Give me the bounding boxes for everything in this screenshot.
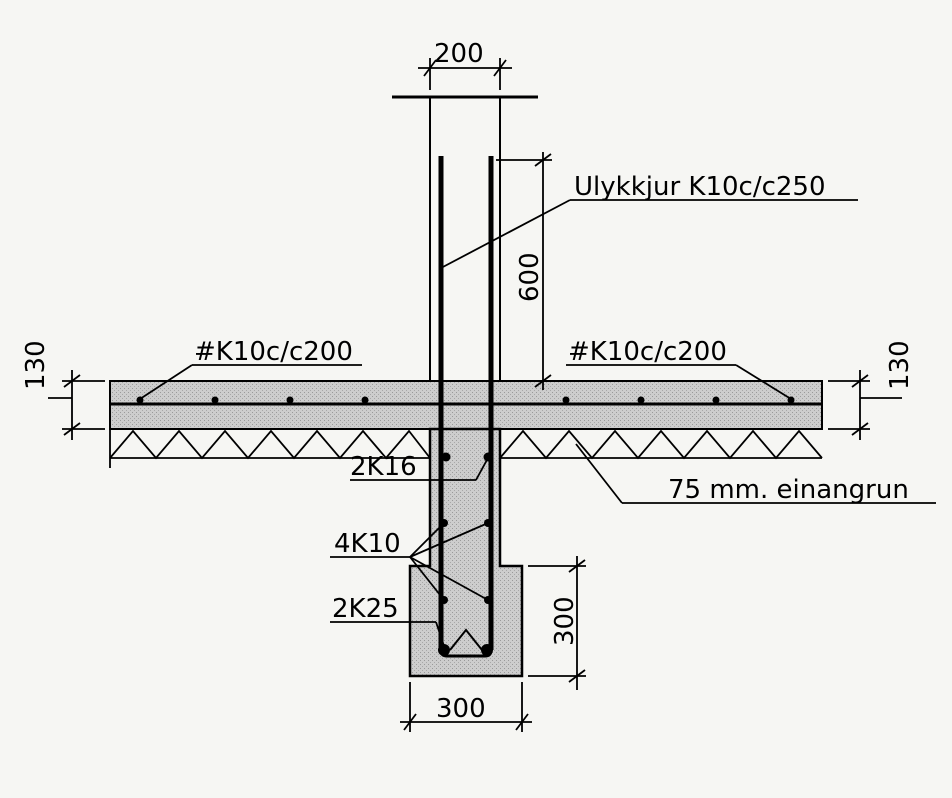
dim-wall-width — [418, 58, 512, 90]
bottom-bars-label: 2K25 — [332, 594, 399, 624]
dim-slab-right — [828, 370, 902, 440]
mesh-bar-dot — [211, 396, 219, 404]
dim-footing-width — [400, 682, 532, 732]
concrete-sections — [109, 380, 823, 678]
dim-footing-height — [528, 556, 586, 690]
reinforcement — [110, 156, 822, 658]
leader-2k16 — [350, 457, 489, 481]
leader-4k10 — [330, 522, 489, 601]
top-bars-label: 2K16 — [350, 452, 417, 482]
mesh-bar-dot — [712, 396, 720, 404]
dim-footing-width-text: 300 — [436, 694, 486, 724]
dim-slab-left — [48, 370, 105, 440]
bar-2k25-left — [438, 644, 450, 656]
insulation-layer — [109, 428, 823, 468]
dim-footing-height-text: 300 — [550, 596, 580, 646]
bar-2k25-right — [481, 644, 493, 656]
leader-stirrups — [440, 199, 858, 269]
insulation-label: 75 mm. einangrun — [668, 475, 909, 505]
leader-2k25 — [330, 621, 445, 647]
footing-concrete — [408, 427, 524, 678]
insulation-zigzag-right — [499, 429, 823, 460]
stirrup-hook — [449, 628, 483, 651]
dim-slab-right-text: 130 — [885, 340, 915, 390]
bar-2k16-left — [441, 452, 451, 462]
middle-bars-label: 4K10 — [334, 529, 401, 559]
slab-lower-band — [109, 403, 823, 430]
leader-insulation — [575, 443, 936, 504]
dim-bar-extension — [496, 152, 552, 390]
insulation-zigzag-left — [109, 429, 431, 460]
mesh-bar-dot — [361, 396, 369, 404]
mesh-bar-dot — [286, 396, 294, 404]
mesh-bar-dot — [562, 396, 570, 404]
dim-wall-width-text: 200 — [434, 39, 484, 69]
dim-bar-extension-text: 600 — [515, 252, 545, 302]
bar-2k16-right — [483, 452, 493, 462]
mesh-left-label: #K10c/c200 — [194, 337, 353, 367]
stirrups-label: Ulykkjur K10c/c250 — [574, 172, 826, 202]
mesh-right-label: #K10c/c200 — [568, 337, 727, 367]
wall-above — [392, 95, 538, 381]
leader-mesh-left — [139, 364, 362, 400]
mesh-bar-dot — [637, 396, 645, 404]
dim-slab-left-text: 130 — [21, 340, 51, 390]
leader-mesh-right — [566, 364, 792, 400]
